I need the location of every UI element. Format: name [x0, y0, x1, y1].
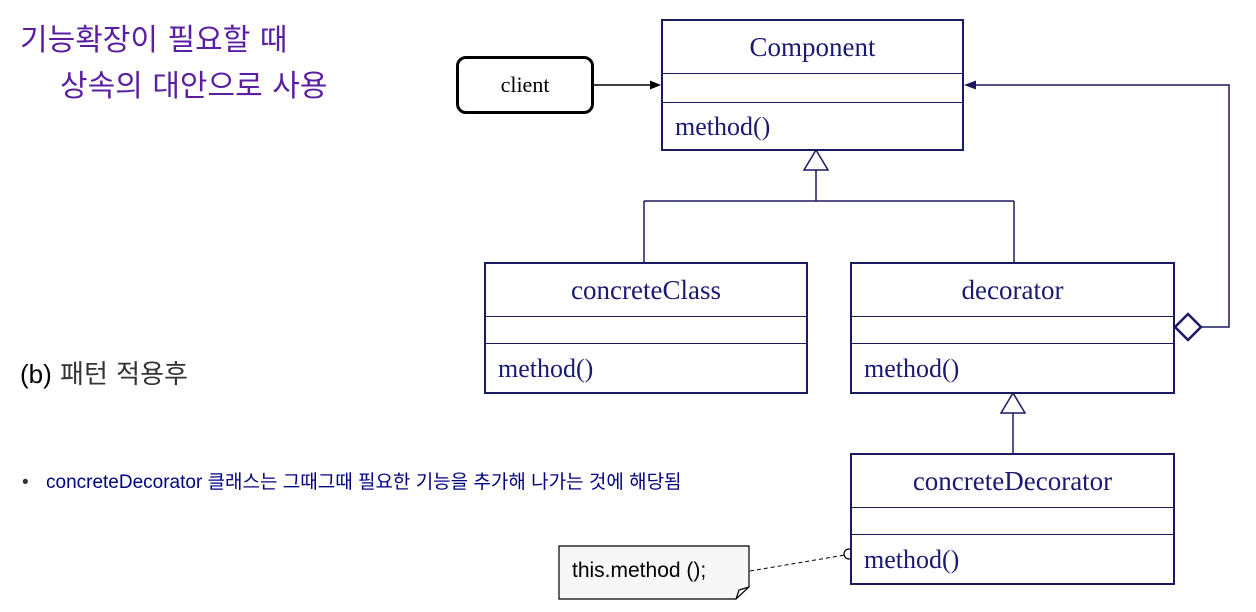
- aggregation-diamond: [1173, 312, 1203, 342]
- note-text: this.method ();: [572, 559, 707, 582]
- class-attributes: [852, 317, 1173, 344]
- class-component: Component method(): [661, 19, 964, 151]
- client-arrow-head: [650, 80, 661, 90]
- class-method: method(): [675, 112, 771, 141]
- class-method: method(): [498, 354, 594, 383]
- heading-line1: 기능확장이 필요할 때: [20, 23, 288, 58]
- class-name: decorator: [852, 264, 1173, 317]
- note-shape: [558, 545, 750, 600]
- class-name: Component: [663, 21, 962, 74]
- class-attributes: [486, 317, 806, 344]
- caption-prefix: (b): [20, 359, 52, 389]
- caption-text: 패턴 적용후: [51, 360, 188, 390]
- figure-caption: (b) 패턴 적용후: [20, 354, 188, 391]
- inheritance-triangle-decorator: [999, 391, 1027, 414]
- heading-line2: 상속의 대안으로 사용: [60, 69, 328, 104]
- note-link: [749, 554, 846, 572]
- bullet-dot: •: [22, 472, 29, 493]
- aggregation-arrow-head: [964, 80, 976, 90]
- class-method: method(): [864, 545, 960, 574]
- aggregation-line: [976, 84, 1230, 328]
- inheritance-triangle-component: [802, 148, 830, 171]
- class-concrete-class: concreteClass method(): [484, 262, 808, 394]
- bullet-text: concreteDecorator 클래스는 그때그때 필요한 기능을 추가해 …: [46, 472, 682, 493]
- class-name: concreteDecorator: [852, 455, 1173, 508]
- class-attributes: [663, 74, 962, 103]
- class-method: method(): [864, 354, 960, 383]
- client-label: client: [500, 72, 550, 97]
- class-concrete-decorator: concreteDecorator method(): [850, 453, 1175, 585]
- class-name: concreteClass: [486, 264, 806, 317]
- heading: 기능확장이 필요할 때 상속의 대안으로 사용: [20, 18, 327, 110]
- bullet-note: • concreteDecorator 클래스는 그때그때 필요한 기능을 추가…: [22, 471, 686, 495]
- class-decorator: decorator method(): [850, 262, 1175, 394]
- client-box: client: [456, 56, 594, 114]
- code-note: this.method ();: [558, 545, 750, 600]
- class-attributes: [852, 508, 1173, 535]
